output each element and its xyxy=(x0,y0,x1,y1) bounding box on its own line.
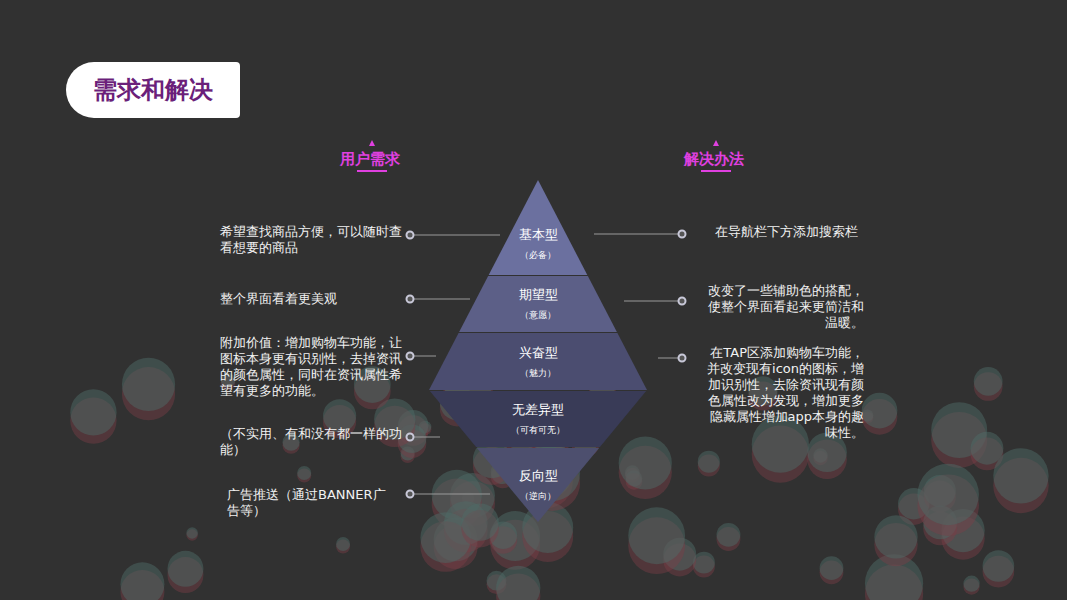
column-header: 解决办法 xyxy=(684,150,744,168)
band-note: （必备） xyxy=(429,248,647,262)
bubble xyxy=(167,551,203,587)
bubble xyxy=(752,416,809,473)
pyramid-band: 反向型 （逆向） xyxy=(429,448,647,522)
bubble xyxy=(917,464,978,525)
bubble xyxy=(693,552,715,574)
band-name: 无差异型 xyxy=(429,401,647,419)
bubble xyxy=(336,537,350,551)
pyramid-band: 基本型 （必备） xyxy=(429,180,647,275)
band-name: 反向型 xyxy=(429,467,647,485)
solution-text: 在导航栏下方添加搜索栏 xyxy=(715,224,915,240)
marker xyxy=(713,140,719,146)
solution-text: 改变了一些辅助色的搭配，使整个界面看起来更简洁和温暖。 xyxy=(700,283,864,331)
band-name: 基本型 xyxy=(429,226,647,244)
need-text: 希望查找商品方便，可以随时查看想要的商品 xyxy=(220,224,406,256)
band-name: 期望型 xyxy=(429,286,647,304)
marker xyxy=(369,140,375,146)
column-header: 用户需求 xyxy=(340,150,400,168)
band-shape xyxy=(429,391,647,447)
band-fill xyxy=(477,448,599,522)
pyramid-band: 期望型 （意愿） xyxy=(429,276,647,332)
bubble xyxy=(120,562,164,600)
band-note: （意愿） xyxy=(429,308,647,322)
bubble xyxy=(983,550,1015,582)
bubble xyxy=(297,466,311,480)
band-note: （魅力） xyxy=(429,366,647,380)
pyramid-band: 无差异型 （可有可无） xyxy=(429,391,647,447)
bubble xyxy=(496,566,540,600)
band-name: 兴奋型 xyxy=(429,344,647,362)
title: 需求和解决 xyxy=(66,62,240,118)
need-text: 整个界面看着更美观 xyxy=(220,291,406,307)
band-shape xyxy=(429,333,647,390)
band-note: （逆向） xyxy=(429,489,647,503)
bubble xyxy=(122,358,175,411)
need-text: （不实用、有和没有都一样的功能） xyxy=(220,426,406,458)
bubbles xyxy=(70,357,1048,600)
band-shape xyxy=(429,276,647,332)
band-fill xyxy=(429,333,647,390)
band-fill xyxy=(430,391,646,447)
bubble xyxy=(70,389,116,435)
underline xyxy=(701,170,731,172)
bubble xyxy=(717,523,741,547)
bubble xyxy=(698,451,720,473)
bubble xyxy=(974,367,1003,396)
bubble xyxy=(186,527,198,539)
band-note: （可有可无） xyxy=(429,423,647,437)
bubble xyxy=(628,507,685,564)
bubble xyxy=(874,515,917,558)
band-shape xyxy=(429,448,647,522)
need-text: 附加价值：增加购物车功能，让图标本身更有识别性，去掉资讯的颜色属性，同时在资讯属… xyxy=(220,335,406,399)
band-fill xyxy=(459,276,617,332)
underline xyxy=(357,170,387,172)
need-text: 广告推送（通过BANNER广告等） xyxy=(227,487,397,519)
pyramid-band: 兴奋型 （魅力） xyxy=(429,333,647,390)
solution-text: 在TAP区添加购物车功能，并改变现有icon的图标，增加识别性，去除资讯现有颜色… xyxy=(700,345,864,441)
bubble xyxy=(963,576,979,592)
bubble xyxy=(862,393,898,429)
title-pill: 需求和解决 xyxy=(66,62,240,118)
bubble xyxy=(820,556,844,580)
bubble xyxy=(993,448,1048,503)
bubble xyxy=(461,503,498,540)
bubble xyxy=(619,436,672,489)
